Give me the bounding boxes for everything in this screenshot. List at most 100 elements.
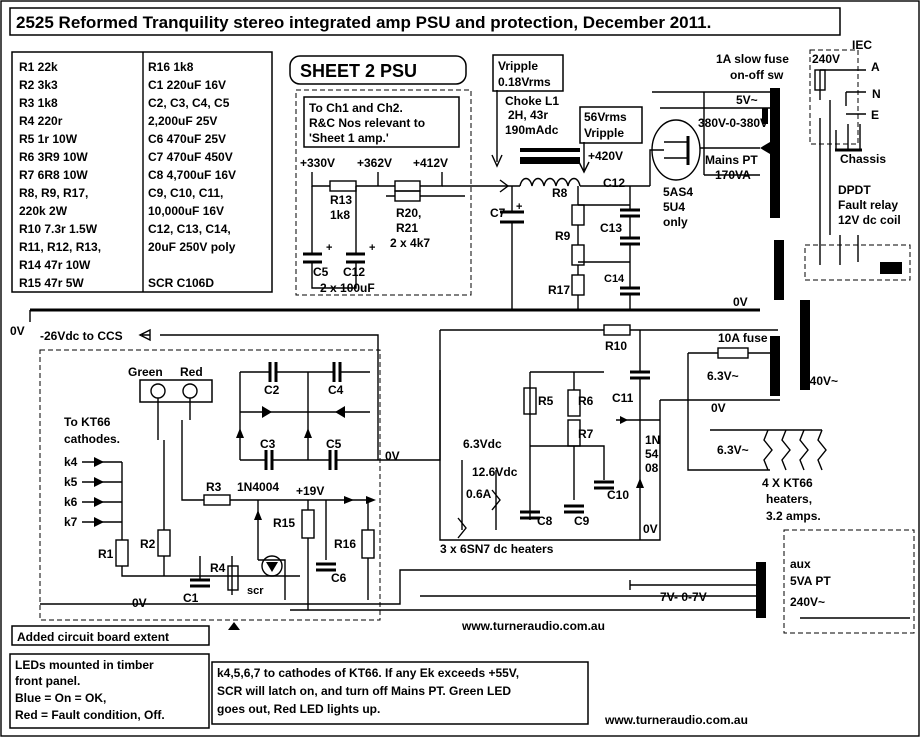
part-right: R16 1k8	[148, 60, 194, 74]
part-left: R11, R12, R13,	[19, 240, 101, 254]
aux-pt-core	[756, 562, 766, 618]
voltage-doubler: C2 C4 C3 C5	[236, 362, 378, 470]
relay-coil: 12V dc coil	[838, 213, 901, 227]
fuse-10a	[717, 347, 749, 359]
resistor-r5	[523, 387, 537, 415]
iec-earth: E	[871, 108, 879, 122]
ccs-arrow	[138, 328, 151, 342]
svg-text:C7: C7	[490, 206, 506, 220]
heater-6v3dc: 6.3Vdc	[463, 437, 502, 451]
svg-text:only: only	[663, 215, 688, 229]
c1-label: C1	[183, 591, 199, 605]
ground-label-right: 0V	[733, 295, 748, 309]
cathode-k7: k7	[64, 515, 78, 529]
c8-label: C8	[537, 514, 553, 528]
ripple-box-2	[579, 106, 643, 144]
part-left: R6 3R9 10W	[19, 150, 88, 164]
title-box	[9, 7, 841, 36]
board-extent-label: Added circuit board extent	[17, 630, 169, 644]
hv-secondary-label: 380V-0-380V	[698, 116, 768, 130]
led-red-label: Red	[180, 365, 203, 379]
c6-label: C6	[331, 571, 347, 585]
resistor-r16	[361, 529, 375, 559]
ripple-label-1: Vripple	[498, 59, 538, 73]
sheet-box	[289, 55, 467, 85]
resistor-r1	[115, 539, 129, 567]
svg-text:C13: C13	[600, 221, 622, 235]
svg-text:C12: C12	[603, 176, 625, 190]
aux-pt-secondary: 7V- 0-7V	[660, 590, 707, 604]
svg-text:1k8: 1k8	[330, 208, 350, 222]
svg-text:C5: C5	[326, 437, 342, 451]
rectifier-tube: 5AS4 5U4 only	[649, 119, 760, 229]
svg-text:2 x 100uF: 2 x 100uF	[320, 281, 375, 295]
resistor-r10	[603, 324, 631, 336]
svg-text:R&C Nos relevant to: R&C Nos relevant to	[309, 116, 425, 130]
part-right: C12, C13, C14,	[148, 222, 231, 236]
sheet-label: SHEET 2 PSU	[300, 61, 417, 81]
c9-label: C9	[574, 514, 590, 528]
mains-pt-label: Mains PT	[705, 153, 758, 167]
svg-text:R8: R8	[552, 186, 568, 200]
heater-ground-label: 0V	[711, 401, 726, 415]
r7-label: R7	[578, 427, 594, 441]
r15-label: R15	[273, 516, 295, 530]
part-left: R2 3k3	[19, 78, 58, 92]
ripple-value-2: 56Vrms	[584, 110, 627, 124]
parts-list: R1 22k R2 3k3 R3 1k8 R4 220r R5 1r 10W R…	[11, 51, 273, 293]
part-left: R1 22k	[19, 60, 58, 74]
chassis-label: Chassis	[840, 152, 886, 166]
aux-pt-voltage: 240V~	[790, 595, 825, 609]
rail-19v: +19V	[296, 484, 324, 498]
diode-1n5408-a: 1N	[645, 433, 660, 447]
kt66-heaters-line2: heaters,	[766, 492, 812, 506]
cathode-k4: k4	[64, 455, 78, 469]
iec-label: IEC	[852, 38, 872, 52]
cathode-diodes	[82, 457, 123, 540]
channel-board-outline	[295, 89, 472, 296]
svg-text:C4: C4	[328, 383, 344, 397]
svg-text:R17: R17	[548, 283, 570, 297]
part-left: R14 47r 10W	[19, 258, 91, 272]
kt66-heaters-current: 3.2 amps.	[766, 509, 821, 523]
heater-current: 0.6A	[466, 487, 492, 501]
ground-label-left: 0V	[10, 324, 25, 338]
part-left: R5 1r 10W	[19, 132, 78, 146]
kt66-heaters	[710, 429, 827, 471]
channel-note: To Ch1 and Ch2. R&C Nos relevant to 'She…	[303, 96, 460, 148]
led-green-label: Green	[128, 365, 163, 379]
ripple-label-2: Vripple	[584, 126, 624, 140]
board-outline	[39, 349, 381, 621]
part-left: R4 220r	[19, 114, 63, 128]
mains-transformer	[760, 88, 810, 396]
led-note: LEDs mounted in timber front panel. Blue…	[9, 653, 210, 729]
capacitor-c7: C7 +	[490, 186, 524, 310]
cathode-k5: k5	[64, 475, 78, 489]
part-right: SCR C106D	[148, 276, 214, 290]
relay-title: DPDT	[838, 183, 871, 197]
r5-label: R5	[538, 394, 554, 408]
svg-text:2 x 4k7: 2 x 4k7	[390, 236, 430, 250]
svg-text:+: +	[369, 242, 375, 254]
diode-label: 1N4004	[237, 480, 279, 494]
r4-label: R4	[210, 561, 226, 575]
heater-6sn7-label: 3 x 6SN7 dc heaters	[440, 542, 554, 556]
resistor-r2	[157, 529, 171, 557]
relay-coil-symbol	[880, 262, 902, 274]
svg-text:R13: R13	[330, 193, 352, 207]
svg-text:+412V: +412V	[413, 156, 448, 170]
svg-text:+362V: +362V	[357, 156, 392, 170]
switch-label: on-off sw	[730, 68, 784, 82]
mains-pt-primary-label: 240V~	[803, 374, 838, 388]
mains-fuse	[814, 69, 826, 91]
resistor-r3	[203, 494, 231, 506]
part-right: 20uF 250V poly	[148, 240, 236, 254]
bleeder-chain: R8 R9 R17 C12 C13 C14	[548, 176, 640, 310]
fuse-label: 1A slow fuse	[716, 52, 789, 66]
r1-label: R1	[98, 547, 114, 561]
part-right: C2, C3, C4, C5	[148, 96, 230, 110]
choke-l1: Choke L1 2H, 43r 190mAdc	[505, 94, 581, 187]
part-left: R7 6R8 10W	[19, 168, 88, 182]
cathode-k6: k6	[64, 495, 78, 509]
ripple-value-1: 0.18Vrms	[498, 75, 551, 89]
